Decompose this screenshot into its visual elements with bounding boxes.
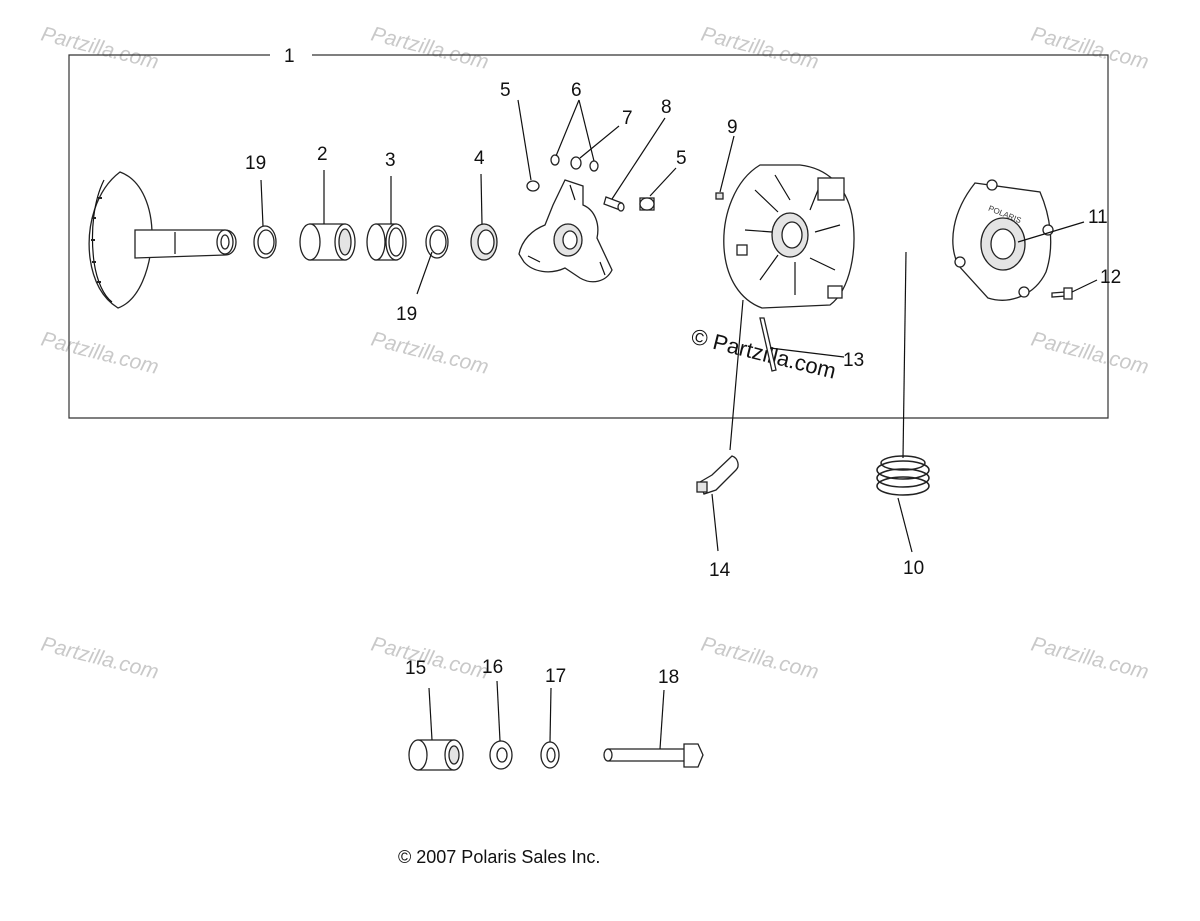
callouts: 1 19 2 3 4 19 5 6 7 8 5 9 11 12 13 14 10… [245, 46, 1121, 688]
sheave-part [88, 171, 237, 309]
washer-part [540, 741, 560, 769]
callout-5: 5 [676, 148, 687, 169]
watermark: Partzilla.com [39, 23, 161, 74]
watermark: Partzilla.com [1029, 328, 1151, 379]
callout-4: 4 [474, 148, 485, 169]
watermarks: Partzilla.com Partzilla.com Partzilla.co… [39, 23, 1151, 684]
watermark: Partzilla.com [1029, 633, 1151, 684]
callout-2: 2 [317, 144, 328, 165]
spacer-part [408, 739, 464, 771]
callout-1: 1 [284, 46, 295, 67]
callout-14: 14 [709, 560, 731, 581]
callout-11: 11 [1088, 207, 1108, 228]
snap-ring-part [425, 225, 449, 259]
cover-part: POLARIS [952, 179, 1054, 301]
watermark: Partzilla.com [369, 23, 491, 74]
bushing-part [299, 223, 356, 261]
watermark: Partzilla.com [699, 633, 821, 684]
long-bolt-part [603, 743, 704, 768]
spider-part [518, 179, 613, 283]
callout-12: 12 [1100, 267, 1121, 288]
button-part [526, 180, 540, 192]
callout-5: 5 [500, 80, 511, 101]
callout-19: 19 [396, 304, 417, 325]
callout-7: 7 [622, 108, 633, 129]
copyright-text: © 2007 Polaris Sales Inc. [398, 847, 601, 867]
watermark: Partzilla.com [39, 633, 161, 684]
callout-16: 16 [482, 657, 503, 678]
button-part [639, 197, 655, 211]
watermark: Partzilla.com [369, 328, 491, 379]
washer-part [489, 740, 513, 770]
callout-3: 3 [385, 150, 396, 171]
roller-part [570, 156, 582, 170]
watermark: Partzilla.com [39, 328, 161, 379]
moveable-sheave-part [723, 164, 855, 309]
leader-lines [260, 99, 1098, 750]
callout-6: 6 [571, 80, 582, 101]
roll-pin-part [759, 317, 777, 372]
watermark: Partzilla.com [369, 633, 491, 684]
seal-part [470, 223, 498, 261]
callout-13: 13 [843, 350, 864, 371]
shift-weight-part [696, 455, 739, 495]
bearing-sleeve-part [366, 223, 407, 261]
callout-10: 10 [903, 558, 924, 579]
pin-part [603, 196, 625, 212]
callout-19: 19 [245, 153, 266, 174]
callout-15: 15 [405, 658, 426, 679]
callout-17: 17 [545, 666, 566, 687]
bolt-part [1051, 287, 1073, 300]
callout-18: 18 [658, 667, 679, 688]
assembly-frame [68, 54, 1109, 419]
set-screw-part [715, 192, 724, 200]
callout-8: 8 [661, 97, 672, 118]
callout-9: 9 [727, 117, 738, 138]
washer-part [589, 160, 599, 172]
washer-part [550, 154, 560, 166]
watermark: Partzilla.com [1029, 23, 1151, 74]
snap-ring-part [253, 225, 277, 259]
spring-part [876, 455, 930, 496]
watermark: Partzilla.com [699, 23, 821, 74]
